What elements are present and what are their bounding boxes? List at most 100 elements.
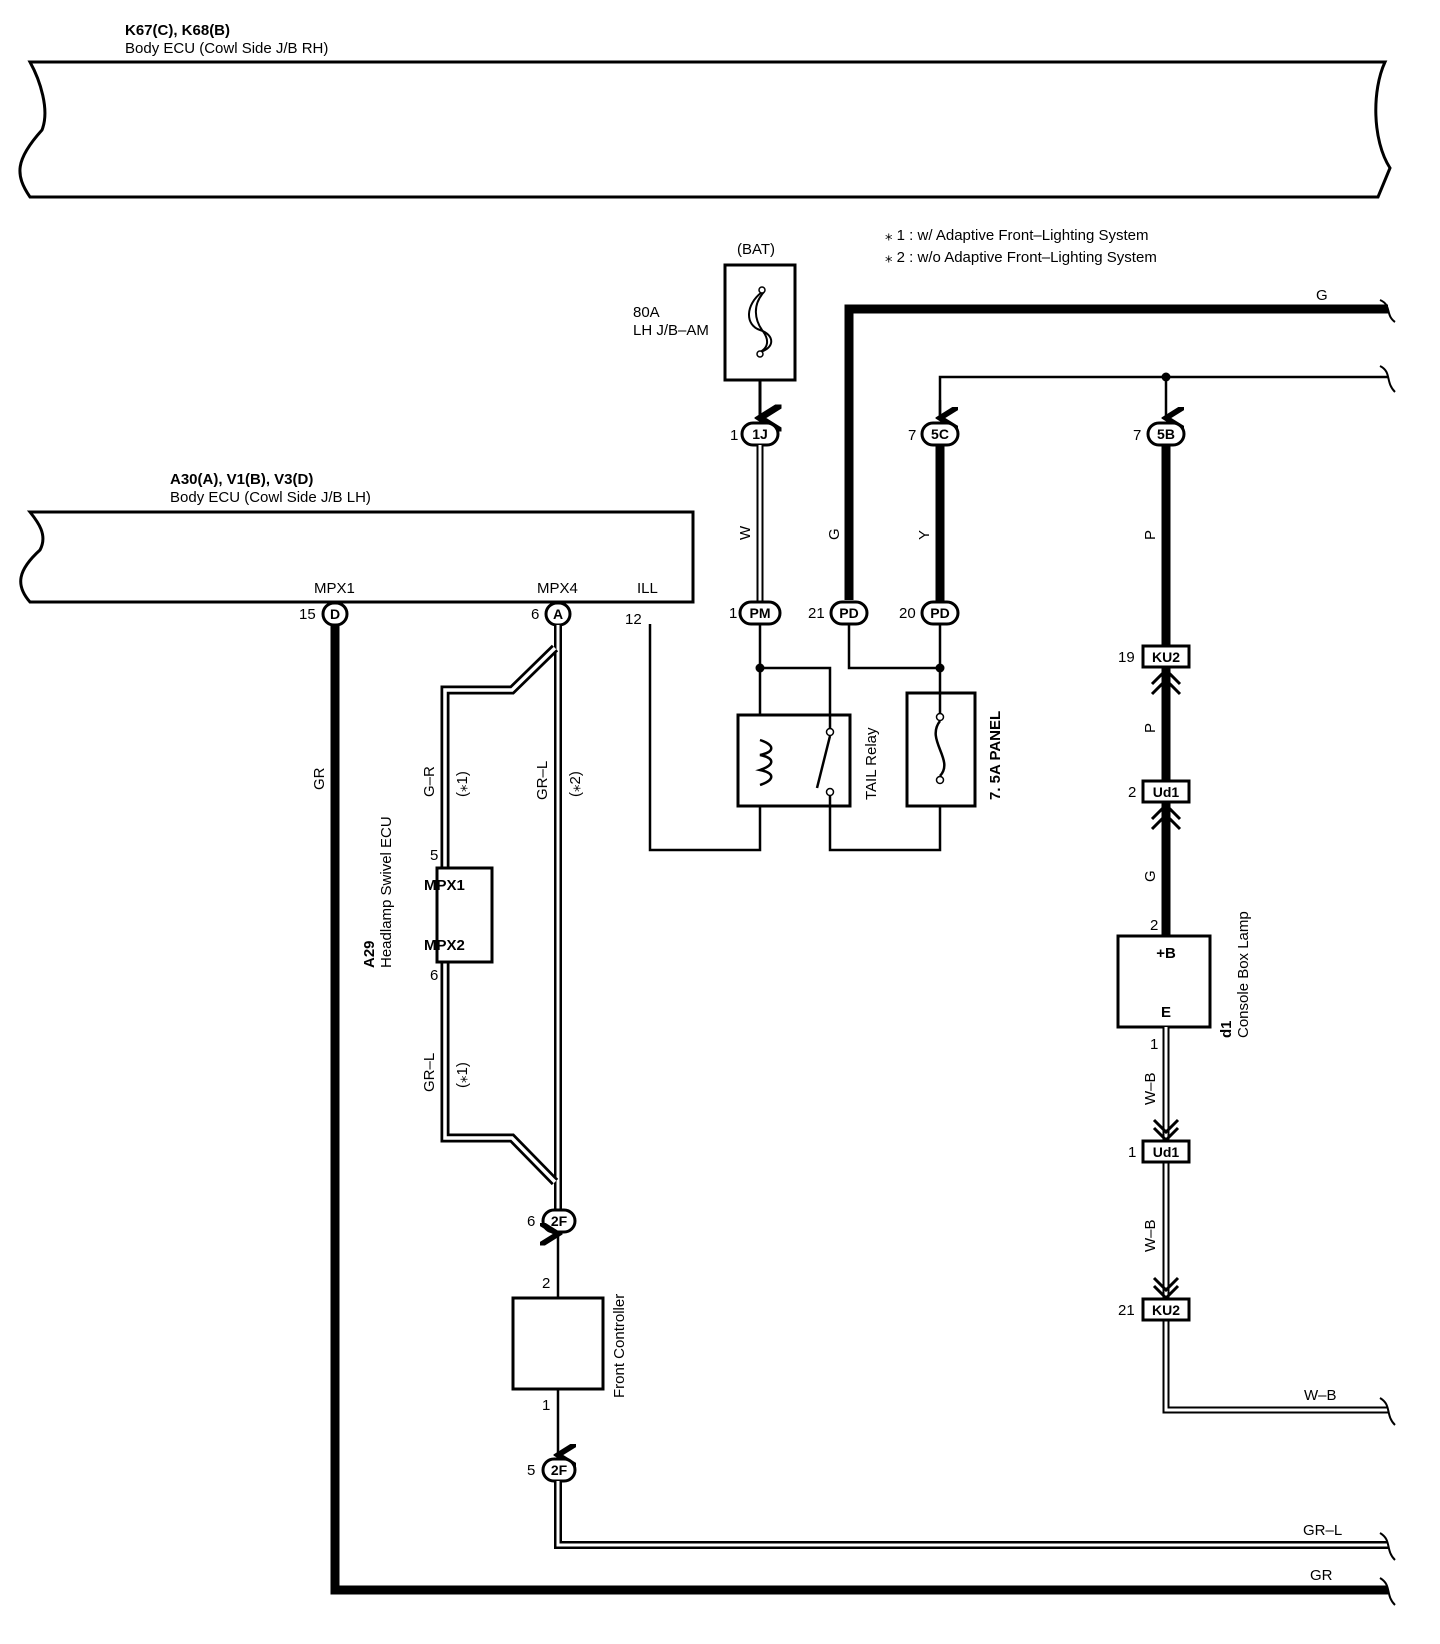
svg-text:D: D xyxy=(330,606,340,622)
svg-text:KU2: KU2 xyxy=(1152,1302,1180,1318)
swivel-code: A29 xyxy=(361,940,378,968)
console-code: d1 xyxy=(1218,1020,1235,1038)
wire-gr-l-1: GR–L xyxy=(534,761,551,800)
svg-text:PM: PM xyxy=(750,605,771,621)
svg-text:19: 19 xyxy=(1118,649,1135,666)
body-ecu-lh: A30(A), V1(B), V3(D) Body ECU (Cowl Side… xyxy=(19,471,695,604)
svg-text:E: E xyxy=(1161,1004,1171,1021)
panel-fuse-label: 7. 5A PANEL xyxy=(987,711,1004,800)
connector-1J: 1J 1 xyxy=(730,421,780,447)
headlamp-swivel-ecu: MPX1 MPX2 5 6 A29 Headlamp Swivel ECU xyxy=(361,816,494,984)
note-wire-1a: (⁎1) xyxy=(454,771,471,797)
svg-text:7: 7 xyxy=(908,427,916,444)
note-wire-1b: (⁎1) xyxy=(454,1062,471,1088)
wire-y: Y xyxy=(916,530,933,540)
svg-text:+B: +B xyxy=(1156,945,1176,962)
svg-text:MPX1: MPX1 xyxy=(424,877,465,894)
svg-text:1: 1 xyxy=(730,427,738,444)
connector-5C: 5C 7 xyxy=(908,421,960,447)
wire-w-b-1: W–B xyxy=(1142,1072,1159,1105)
svg-text:1J: 1J xyxy=(752,426,768,442)
body-ecu-rh: K67(C), K68(B) Body ECU (Cowl Side J/B R… xyxy=(18,22,1392,199)
connector-Ud1-1: Ud1 1 xyxy=(1128,1139,1191,1164)
wire-p-1: P xyxy=(1142,530,1159,540)
connector-2F-6: 2F 6 xyxy=(527,1208,577,1234)
wire-w: W xyxy=(737,525,754,540)
connector-PD-21: PD 21 xyxy=(808,600,869,626)
svg-text:1: 1 xyxy=(1128,1144,1136,1161)
note-wire-2: (⁎2) xyxy=(567,771,584,797)
wire-g: G xyxy=(826,528,843,540)
tail-relay: TAIL Relay xyxy=(736,713,880,808)
svg-text:A: A xyxy=(553,606,563,622)
svg-text:21: 21 xyxy=(1118,1302,1135,1319)
svg-text:Front Controller: Front Controller xyxy=(611,1294,628,1398)
battery-fuse: (BAT) 80A LH J/B–AM xyxy=(633,241,797,418)
ill-pin: 12 xyxy=(625,611,642,628)
wire-g-2: G xyxy=(1142,870,1159,882)
connector-PM: PM 1 xyxy=(729,600,782,626)
battery-label: (BAT) xyxy=(737,241,775,258)
terminal-ill: ILL xyxy=(637,580,658,597)
svg-text:5B: 5B xyxy=(1157,426,1175,442)
svg-text:PD: PD xyxy=(839,605,858,621)
svg-text:7: 7 xyxy=(1133,427,1141,444)
panel-fuse: 7. 5A PANEL xyxy=(905,691,1004,808)
svg-text:2: 2 xyxy=(1128,784,1136,801)
svg-text:KU2: KU2 xyxy=(1152,649,1180,665)
ecu-lh-code: A30(A), V1(B), V3(D) xyxy=(170,471,313,488)
wire-gr-out: GR xyxy=(1310,1567,1333,1584)
ecu-rh-name: Body ECU (Cowl Side J/B RH) xyxy=(125,40,328,57)
connector-KU2-21: KU2 21 xyxy=(1118,1297,1191,1322)
svg-text:5: 5 xyxy=(430,847,438,864)
svg-text:6: 6 xyxy=(430,967,438,984)
connector-Ud1-2: Ud1 2 xyxy=(1128,779,1191,804)
svg-text:2: 2 xyxy=(542,1275,550,1292)
wire-w-b-2: W–B xyxy=(1142,1219,1159,1252)
connector-2F-5: 2F 5 xyxy=(527,1457,577,1483)
svg-text:20: 20 xyxy=(899,605,916,622)
wire-g-r: G–R xyxy=(421,766,438,797)
connector-D: D 15 xyxy=(299,601,349,627)
note-1: ⁎ 1 : w/ Adaptive Front–Lighting System xyxy=(885,227,1148,244)
svg-text:6: 6 xyxy=(531,606,539,623)
svg-text:2: 2 xyxy=(1150,917,1158,934)
fuse-name: LH J/B–AM xyxy=(633,322,709,339)
tail-relay-label: TAIL Relay xyxy=(863,727,880,800)
ecu-lh-name: Body ECU (Cowl Side J/B LH) xyxy=(170,489,371,506)
svg-text:6: 6 xyxy=(527,1213,535,1230)
fuse-rating: 80A xyxy=(633,304,660,321)
wire-g-top: G xyxy=(1316,287,1328,304)
svg-text:MPX2: MPX2 xyxy=(424,937,465,954)
connector-KU2-19: KU2 19 xyxy=(1118,644,1191,669)
svg-text:2F: 2F xyxy=(551,1462,568,1478)
svg-text:1: 1 xyxy=(542,1397,550,1414)
svg-text:Ud1: Ud1 xyxy=(1153,1144,1180,1160)
svg-text:21: 21 xyxy=(808,605,825,622)
svg-text:Ud1: Ud1 xyxy=(1153,784,1180,800)
svg-text:15: 15 xyxy=(299,606,316,623)
svg-text:5: 5 xyxy=(527,1462,535,1479)
connector-PD-20: PD 20 xyxy=(899,600,960,626)
terminal-mpx4: MPX4 xyxy=(537,580,578,597)
svg-text:PD: PD xyxy=(930,605,949,621)
connector-5B: 5B 7 xyxy=(1133,421,1186,447)
wire-gr: GR xyxy=(311,767,328,790)
terminal-mpx1: MPX1 xyxy=(314,580,355,597)
wire-w-b-out: W–B xyxy=(1304,1387,1337,1404)
swivel-name: Headlamp Swivel ECU xyxy=(378,816,395,968)
svg-text:5C: 5C xyxy=(931,426,949,442)
console-box-lamp: +B E 2 1 d1 Console Box Lamp xyxy=(1116,911,1252,1053)
wire-gr-l-2: GR–L xyxy=(421,1053,438,1092)
note-2: ⁎ 2 : w/o Adaptive Front–Lighting System xyxy=(885,249,1157,266)
connector-A: A 6 xyxy=(531,601,572,627)
wire-gr-l-out: GR–L xyxy=(1303,1522,1342,1539)
console-name: Console Box Lamp xyxy=(1235,911,1252,1038)
ecu-rh-code: K67(C), K68(B) xyxy=(125,22,230,39)
svg-text:1: 1 xyxy=(729,605,737,622)
svg-text:1: 1 xyxy=(1150,1036,1158,1053)
wire-p-2: P xyxy=(1142,723,1159,733)
front-controller: Front Controller xyxy=(511,1294,628,1398)
svg-text:2F: 2F xyxy=(551,1213,568,1229)
